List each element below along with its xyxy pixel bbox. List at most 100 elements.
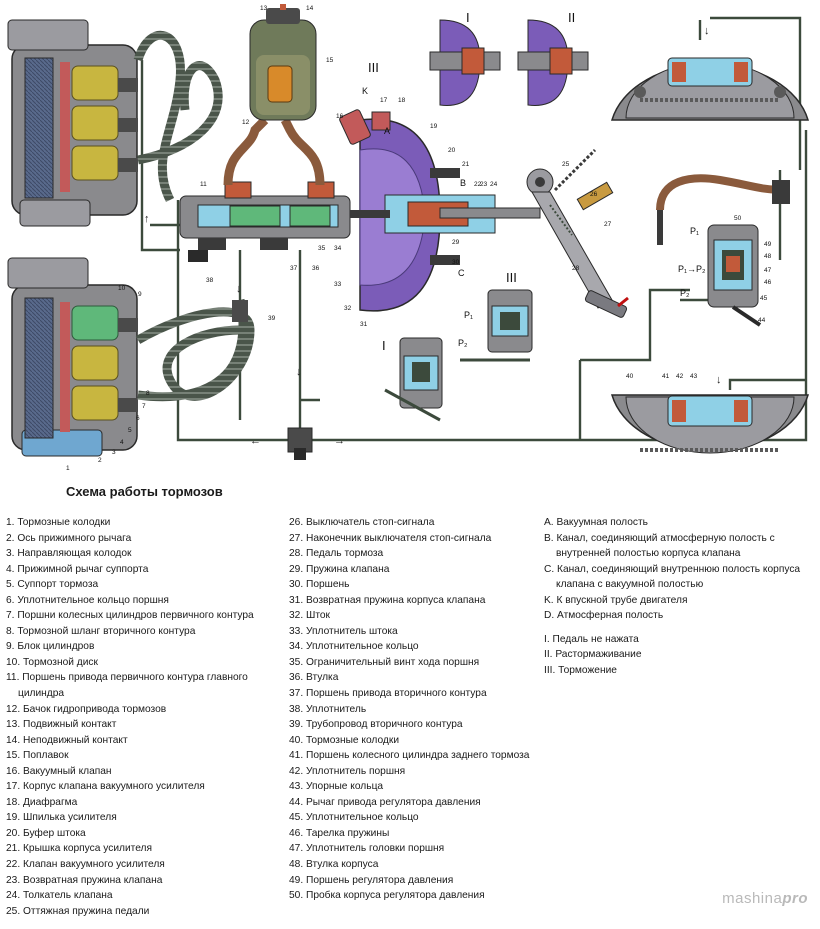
valve-inset-I-lower <box>384 337 443 422</box>
legend-item: 18. Диафрагма <box>6 796 78 808</box>
legend-item: 31. Возвратная пружина корпуса клапана <box>289 594 486 606</box>
callout-43: 43 <box>690 373 698 380</box>
legend-item: 17. Корпус клапана вакуумного усилителя <box>6 781 205 793</box>
svg-text:←: ← <box>250 435 261 447</box>
legend-item: 1. Тормозные колодки <box>6 517 111 528</box>
callout-38: 38 <box>206 277 214 284</box>
label-p1-a: P₁ <box>690 226 699 236</box>
callout-23: 23 <box>480 181 488 188</box>
legend-item: 50. Пробка корпуса регулятора давления <box>289 890 485 902</box>
diagram-letters: A B C K P₁ P₁→P₂ P₂ P₁ P₂ <box>362 86 706 348</box>
label-p2-b: P₂ <box>458 338 468 348</box>
callout-42: 42 <box>676 373 684 380</box>
legend-item: 40. Тормозные колодки <box>289 734 400 746</box>
legend-column-1: 1. Тормозные колодки 2. Ось прижимного р… <box>6 515 278 919</box>
callout-33: 33 <box>334 281 342 288</box>
callout-27: 27 <box>604 221 612 228</box>
legend-item: 7. Поршни колесных цилиндров первичного … <box>6 610 254 622</box>
callout-19: 19 <box>430 123 438 130</box>
callout-40: 40 <box>626 373 634 380</box>
label-letter-b: B <box>460 178 466 188</box>
brake-pedal <box>526 168 629 318</box>
tee-connector <box>287 427 313 460</box>
legend-item: 16. Вакуумный клапан <box>6 765 112 777</box>
watermark-logo: mashinapro <box>722 890 808 907</box>
legend-item: 21. Крышка корпуса усилителя <box>6 843 152 855</box>
legend-item: 33. Уплотнитель штока <box>289 625 398 637</box>
callout-37: 37 <box>290 265 298 272</box>
callout-15: 15 <box>326 57 334 64</box>
legend-item: 47. Уплотнитель головки поршня <box>289 843 445 855</box>
legend-item: 20. Буфер штока <box>6 827 86 839</box>
legend-item: 10. Тормозной диск <box>6 656 98 668</box>
callout-1: 1 <box>66 465 70 472</box>
callout-48: 48 <box>764 253 772 260</box>
legend-item: 22. Клапан вакуумного усилителя <box>6 859 165 871</box>
legend-item: 2. Ось прижимного рычага <box>6 532 132 544</box>
callout-45: 45 <box>760 295 768 302</box>
callout-13: 13 <box>260 5 268 12</box>
callout-6: 6 <box>136 415 140 422</box>
callout-31: 31 <box>360 321 368 328</box>
legend-item: 5. Суппорт тормоза <box>6 579 99 591</box>
legend-item: 29. Пружина клапана <box>289 563 390 575</box>
legend-item: 27. Наконечник выключателя стоп-сигнала <box>289 532 492 544</box>
svg-text:↓: ↓ <box>716 374 722 386</box>
svg-text:↓: ↓ <box>236 283 242 295</box>
callout-39: 39 <box>268 315 276 322</box>
callout-4: 4 <box>120 439 124 446</box>
legend-item: 25. Оттяжная пружина педали <box>6 905 150 917</box>
rear-drum-lower <box>610 394 810 454</box>
pressure-regulator <box>656 174 790 327</box>
flow-arrows: ↑ ↓ ↓ ← → ↓ ↓ <box>144 25 722 447</box>
legend-item: 6. Уплотнительное кольцо поршня <box>6 594 169 606</box>
legend-letter-item: B. Канал, соединяющий атмосферную полост… <box>544 532 775 560</box>
page-title: Схема работы тормозов <box>66 484 223 499</box>
callout-14: 14 <box>306 5 314 12</box>
callout-28: 28 <box>572 265 580 272</box>
callout-9: 9 <box>138 291 142 298</box>
legend-item: 35. Ограничительный винт хода поршня <box>289 656 480 668</box>
master-cylinder <box>179 181 351 262</box>
callout-25: 25 <box>562 161 570 168</box>
legend-item: 14. Неподвижный контакт <box>6 734 128 746</box>
legend-letter-item: D. Атмосферная полость <box>544 610 664 622</box>
legend-item: 44. Рычаг привода регулятора давления <box>289 796 481 808</box>
callout-21: 21 <box>462 161 470 168</box>
legend-item: 36. Втулка <box>289 672 339 684</box>
stop-switch <box>553 148 614 211</box>
legend-item: 34. Уплотнительное кольцо <box>289 641 419 653</box>
label-I-mid: I <box>382 338 386 353</box>
legend-item: 23. Возвратная пружина клапана <box>6 874 163 886</box>
front-caliper-upper <box>7 19 138 227</box>
svg-text:↓: ↓ <box>296 366 302 378</box>
booster-inset-I <box>429 19 501 106</box>
callout-46: 46 <box>764 279 772 286</box>
legend-item: 39. Трубопровод вторичного контура <box>289 719 463 731</box>
callout-41: 41 <box>662 373 670 380</box>
legend-item: 49. Поршень регулятора давления <box>289 874 454 886</box>
callout-2: 2 <box>98 457 102 464</box>
label-III-top: III <box>368 60 379 75</box>
callout-24: 24 <box>490 181 498 188</box>
legend-item: 46. Тарелка пружины <box>289 827 390 839</box>
callout-36: 36 <box>312 265 320 272</box>
fluid-reservoir <box>223 4 325 186</box>
label-letter-a: A <box>384 126 390 136</box>
vacuum-valve <box>339 109 391 145</box>
legend-state-item: I. Педаль не нажата <box>544 633 639 645</box>
callout-44: 44 <box>758 317 766 324</box>
callout-30: 30 <box>452 259 460 266</box>
legend-letter-item: C. Канал, соединяющий внутреннюю полость… <box>544 563 801 591</box>
callout-10: 10 <box>118 285 126 292</box>
svg-text:→: → <box>334 435 345 447</box>
legend-item: 15. Поплавок <box>6 750 69 762</box>
brake-system-diagram: ↑ ↓ ↓ ← → ↓ ↓ <box>7 4 810 472</box>
callout-12: 12 <box>242 119 250 126</box>
diagram-labels: III I II III I <box>368 10 575 353</box>
label-III-mid: III <box>506 270 517 285</box>
front-hose-lower-2 <box>137 298 248 402</box>
legend-item: 26. Выключатель стоп-сигнала <box>289 517 435 528</box>
front-caliper-lower <box>7 257 138 457</box>
legend-item: 13. Подвижный контакт <box>6 719 117 731</box>
